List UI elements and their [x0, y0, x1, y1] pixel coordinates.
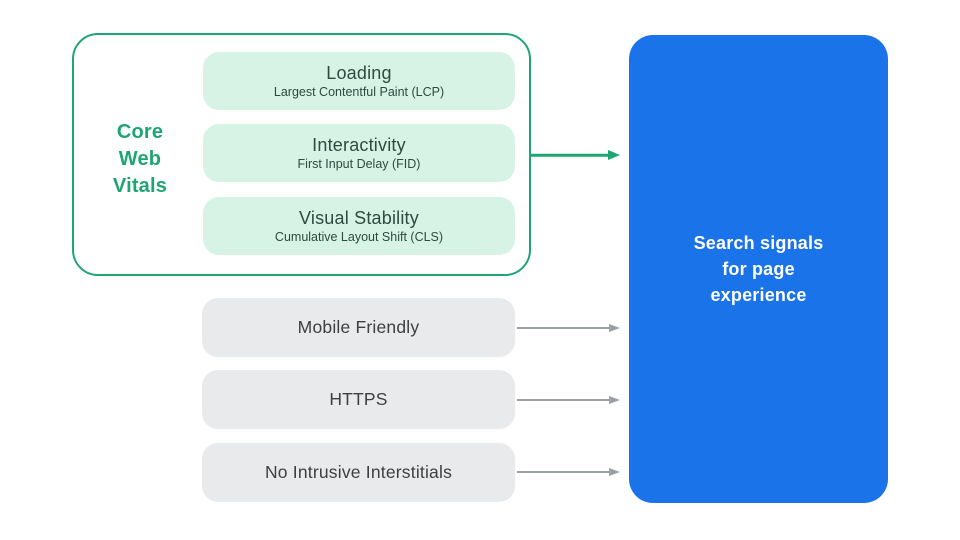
arrow-head-icon — [609, 468, 620, 476]
vital-subtitle: Cumulative Layout Shift (CLS) — [274, 230, 444, 244]
search-signals-label: Search signals for page experience — [693, 233, 824, 305]
arrow-head-icon — [609, 324, 620, 332]
vital-title: Interactivity — [312, 135, 406, 155]
vital-title: Visual Stability — [299, 208, 419, 228]
mobile-friendly-arrow — [517, 322, 620, 334]
search-signals-box: Search signals for page experience — [629, 35, 888, 503]
arrow-shaft — [531, 153, 610, 157]
arrow-head-icon — [609, 396, 620, 404]
signal-card-https: HTTPS — [202, 370, 515, 429]
vital-subtitle: Largest Contentful Paint (LCP) — [273, 85, 445, 99]
no-intrusive-interstitials-arrow — [517, 466, 620, 478]
vital-card-loading: Loading Largest Contentful Paint (LCP) — [203, 52, 515, 110]
signal-card-mobile-friendly: Mobile Friendly — [202, 298, 515, 357]
vital-subtitle: First Input Delay (FID) — [297, 157, 421, 171]
arrow-shaft — [517, 399, 610, 401]
signal-card-no-intrusive-interstitials: No Intrusive Interstitials — [202, 443, 515, 502]
core-web-vitals-label: Core Web Vitals — [112, 121, 168, 197]
https-arrow — [517, 394, 620, 406]
arrow-shaft — [517, 327, 610, 329]
arrow-head-icon — [608, 150, 620, 160]
vital-card-interactivity: Interactivity First Input Delay (FID) — [203, 124, 515, 182]
vital-title: Loading — [326, 63, 392, 83]
vital-card-visual-stability: Visual Stability Cumulative Layout Shift… — [203, 197, 515, 255]
arrow-shaft — [517, 471, 610, 473]
core-web-vitals-arrow — [531, 149, 620, 161]
